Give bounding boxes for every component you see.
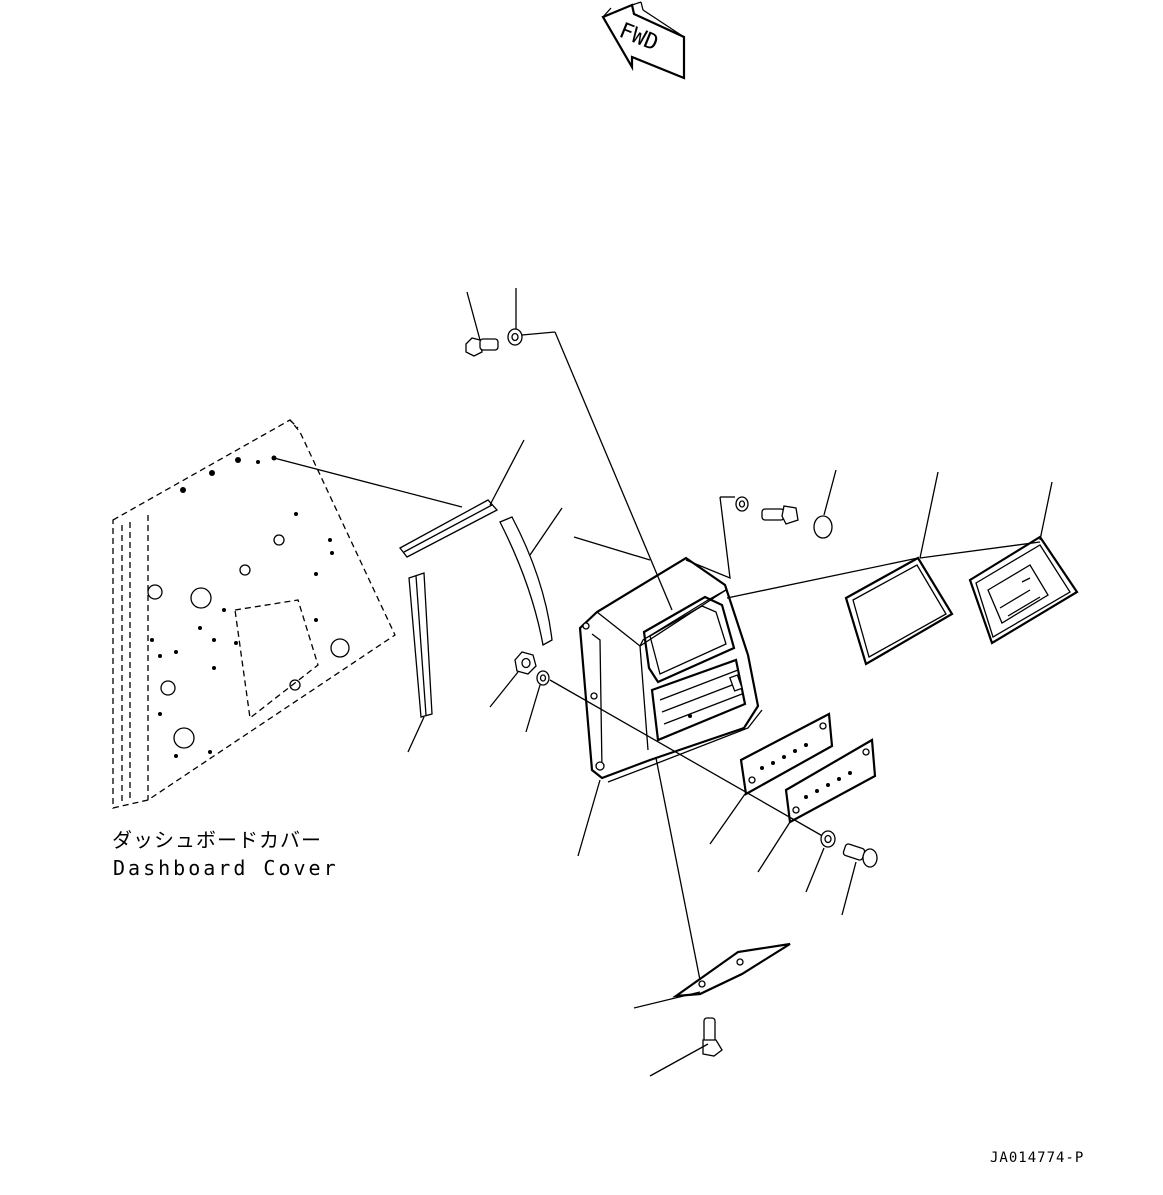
- gasket-frame: [844, 556, 954, 666]
- dashboard-cover-panel: [112, 419, 396, 809]
- forward-arrow-icon: FWD: [601, 1, 686, 80]
- bolt-bottom: [702, 1017, 723, 1057]
- bolt-lower: [842, 843, 878, 868]
- washer-left: [536, 670, 550, 686]
- dashboard-cover-label-jp: ダッシュボードカバー: [112, 828, 322, 852]
- washer-mid: [735, 496, 749, 512]
- washer-lower: [820, 830, 836, 848]
- instrument-cover: [968, 535, 1079, 645]
- seal-strip-top: [399, 499, 499, 558]
- bolt-mid: [761, 505, 799, 525]
- nut: [514, 651, 537, 675]
- switch-plate-upper: [739, 712, 834, 796]
- lower-bracket: [672, 942, 791, 998]
- bolt-top: [465, 337, 499, 357]
- dashboard-cover-label-en: Dashboard Cover: [113, 856, 339, 880]
- meter-housing: [578, 556, 763, 783]
- drawing-number: JA014774-P: [990, 1150, 1085, 1166]
- seal-strip-side-left: [408, 572, 433, 718]
- cap-plug: [813, 515, 833, 539]
- washer-top: [507, 328, 523, 346]
- switch-plate-lower: [784, 738, 877, 824]
- seal-strip-side-curved: [499, 507, 563, 647]
